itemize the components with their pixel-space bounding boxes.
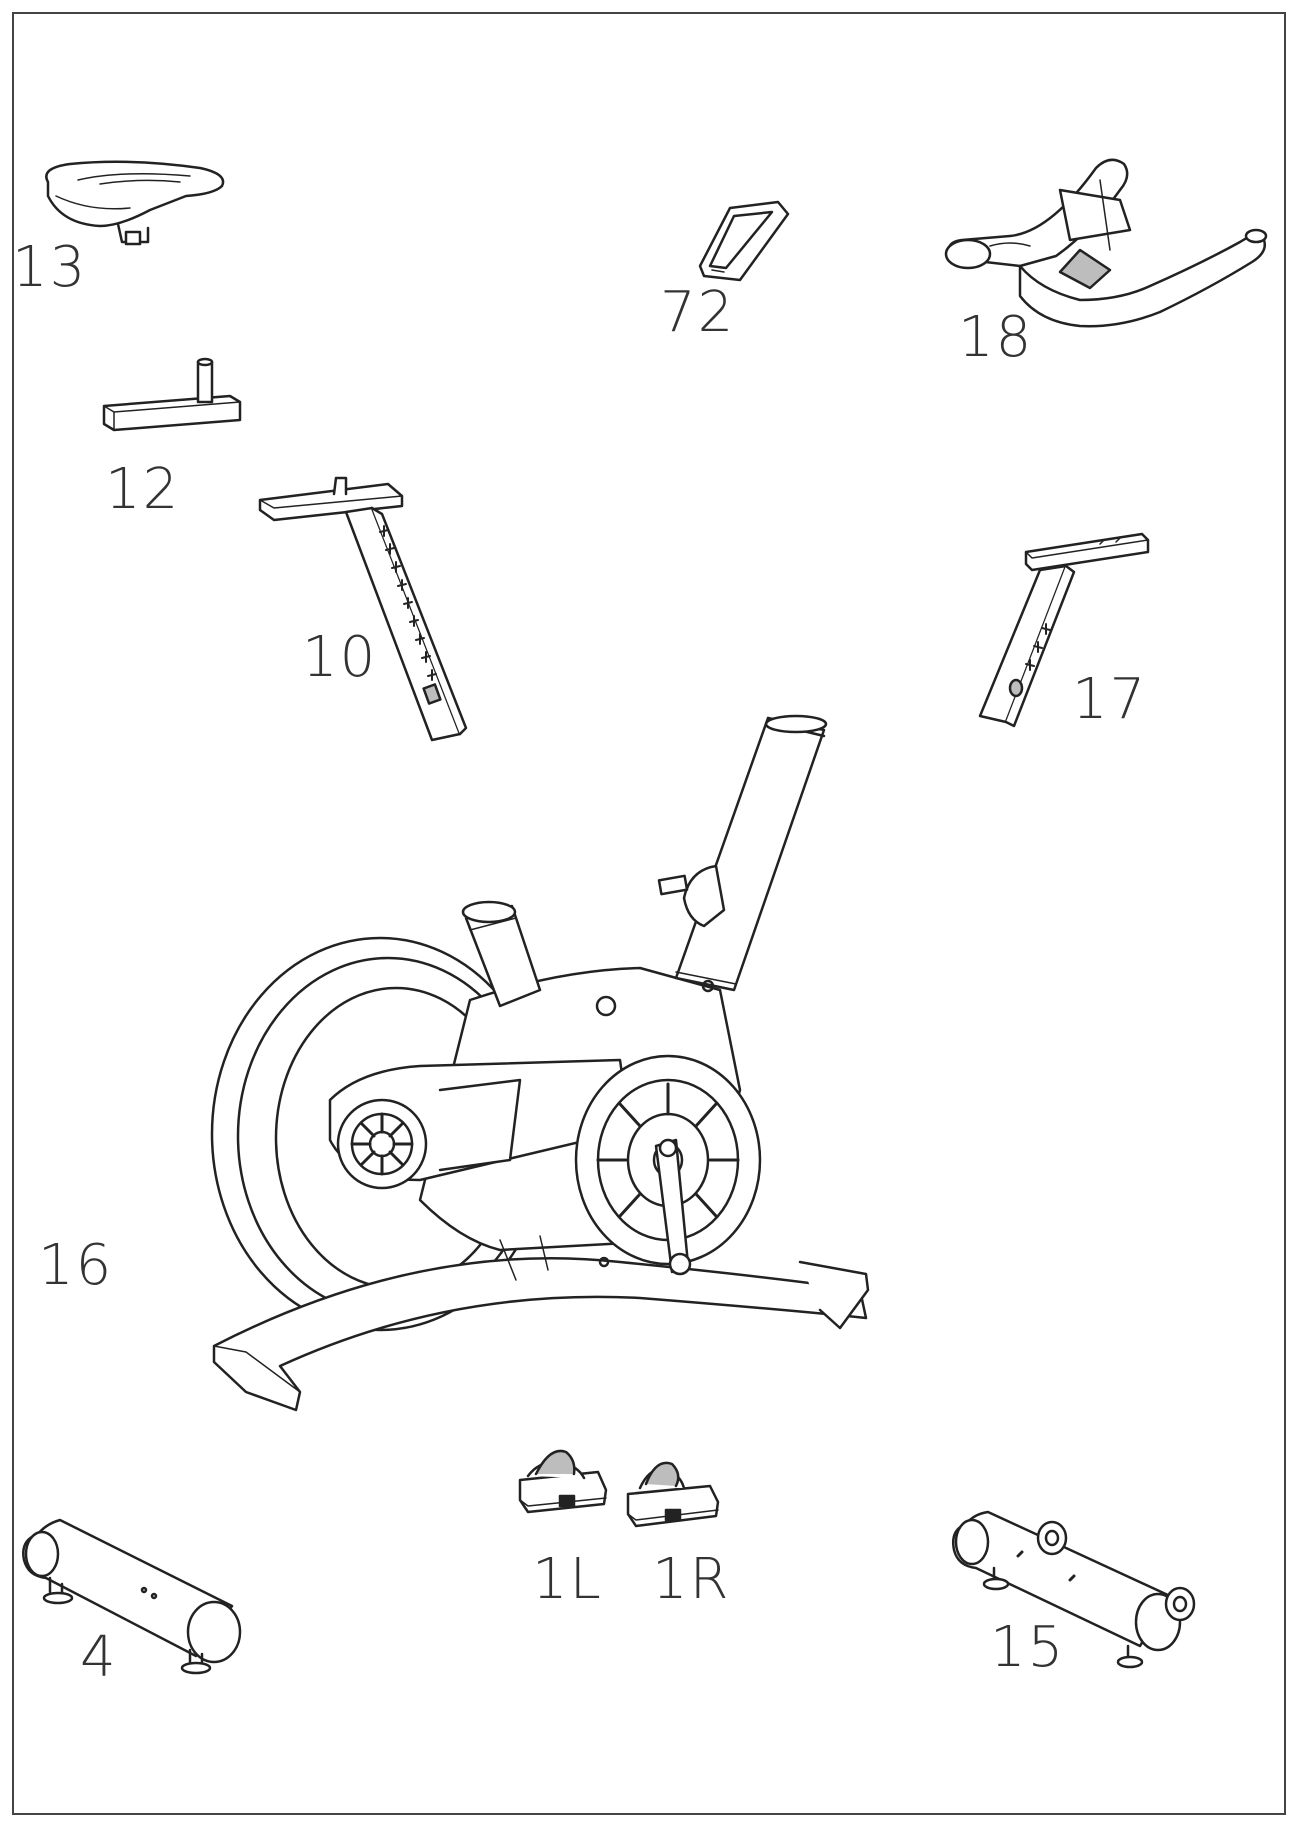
front-stabilizer-drawing [952,1510,1196,1669]
handlebar-post-drawing [978,532,1150,728]
part-label-18: 18 [958,305,1034,370]
part-label-10: 10 [302,625,378,690]
handlebar-drawing [944,158,1268,328]
part-label-13: 13 [12,235,88,300]
left-pedal-drawing [518,1449,608,1514]
part-label-1L: 1L [532,1547,603,1612]
seat-slider-drawing [102,357,242,432]
part-label-12: 12 [105,457,181,522]
right-pedal-drawing [626,1461,720,1528]
seat-post-drawing [258,476,468,742]
part-label-1R: 1R [652,1547,731,1612]
console-drawing [698,200,790,282]
part-label-72: 72 [660,280,736,345]
rear-stabilizer-drawing [22,1518,242,1675]
main-frame-drawing [210,714,870,1412]
part-label-15: 15 [990,1615,1066,1680]
part-label-16: 16 [38,1233,114,1298]
seat-drawing [45,160,225,246]
part-label-4: 4 [80,1625,118,1690]
part-label-17: 17 [1072,667,1148,732]
